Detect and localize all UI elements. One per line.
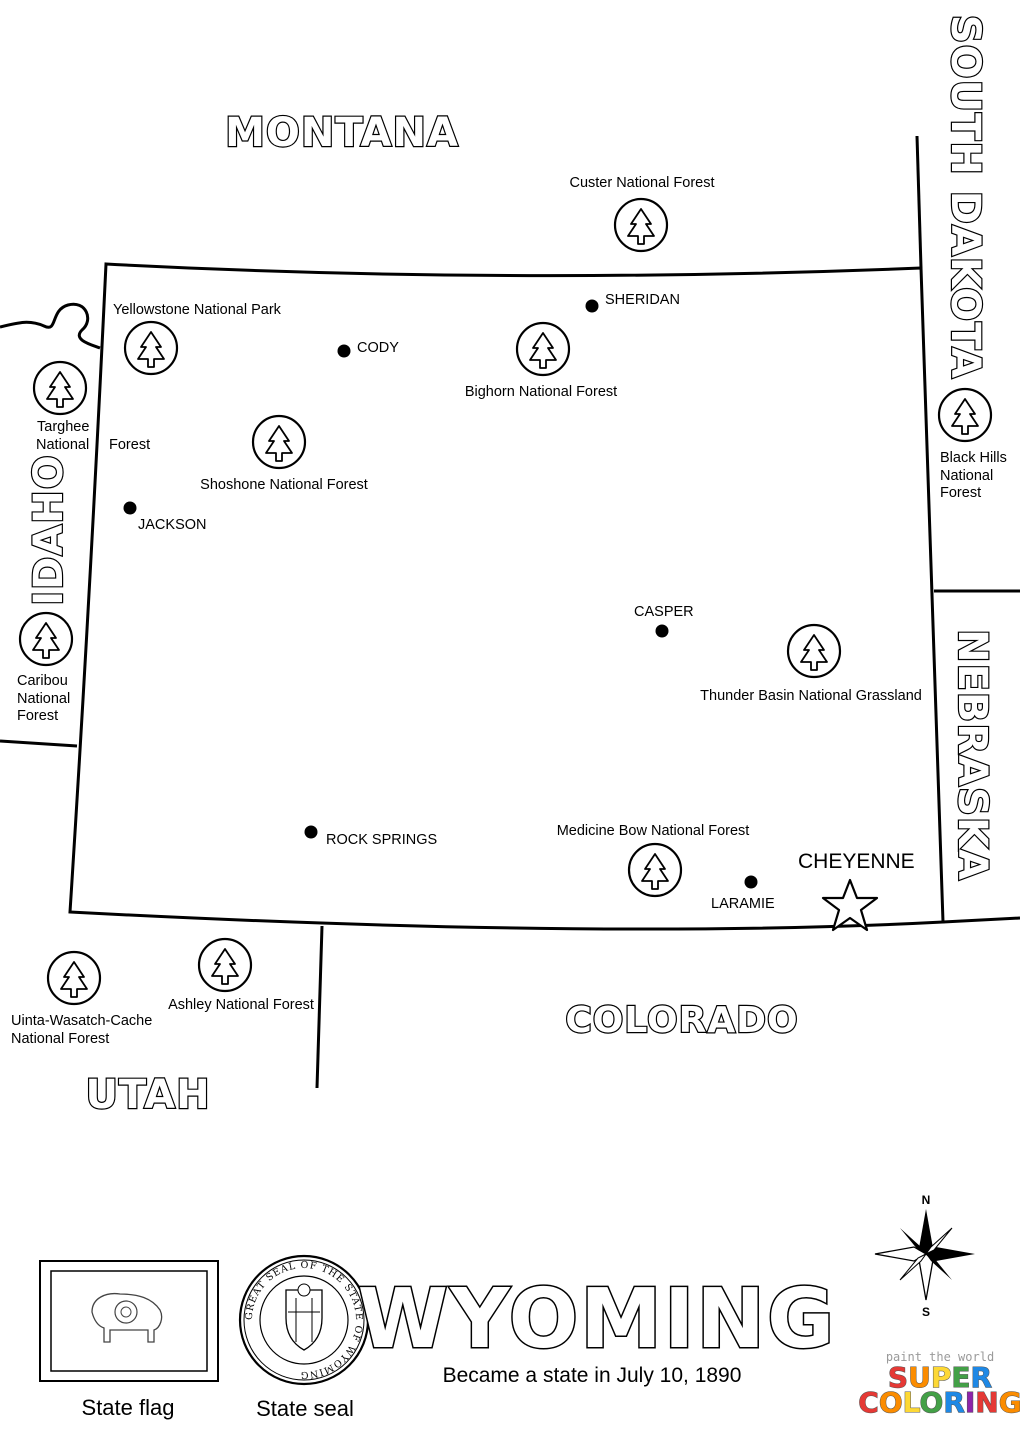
brand-word-super: SUPER [888,1361,992,1394]
brand-letter: L [903,1386,921,1419]
city-label-cheyenne: CHEYENNE [798,850,915,873]
label-black-hills-2: National [940,468,993,484]
forest-icons [18,197,993,1006]
city-dot-sheridan [585,299,599,313]
label-bighorn: Bighorn National Forest [465,384,617,400]
compass-north: N [922,1193,931,1207]
label-yellowstone: Yellowstone National Park [113,302,282,318]
tree-icon [123,320,179,376]
city-dot-jackson [123,501,137,515]
city-label-cody: CODY [357,340,399,356]
seal-caption: State seal [256,1396,354,1421]
state-label-nebraska: NEBRASKA [949,629,995,881]
label-ashley: Ashley National Forest [168,997,314,1013]
tree-icon [251,414,307,470]
city-dot-cody [337,344,351,358]
city-label-jackson: JACKSON [138,517,207,533]
label-shoshone: Shoshone National Forest [200,477,368,493]
label-black-hills-3: Forest [940,485,981,501]
idaho-utah-border [0,739,78,748]
tree-icon [627,842,683,898]
tree-icon [46,950,102,1006]
city-label-laramie: LARAMIE [711,896,775,912]
brand-letter: P [931,1361,952,1394]
label-caribou-3: Forest [17,708,58,724]
city-dot-rock-springs [304,825,318,839]
brand-letter: I [965,1386,975,1419]
tree-icon [197,937,253,993]
tree-icon [613,197,669,253]
compass-south: S [922,1305,930,1319]
label-custer: Custer National Forest [569,175,714,191]
state-flag [39,1260,219,1382]
brand-letter: O [920,1386,944,1419]
state-borders [0,135,1020,1089]
label-black-hills-1: Black Hills [940,450,1007,466]
nebraska-colorado-border [942,916,1020,924]
capital-star-icon [821,878,879,932]
label-targhee-2: National [36,437,89,453]
tree-icon [515,321,571,377]
state-label-montana: MONTANA [225,110,459,156]
label-medicine-bow: Medicine Bow National Forest [557,823,750,839]
page-title: WYOMING [358,1272,837,1367]
state-label-idaho: IDAHO [26,454,72,606]
city-label-casper: CASPER [634,604,694,620]
city-dot-casper [655,624,669,638]
brand-letter: R [943,1386,965,1419]
tree-icon [786,623,842,679]
state-label-utah: UTAH [85,1072,210,1118]
tree-icon [18,611,74,667]
brand-letter: N [975,1386,998,1419]
city-label-sheridan: SHERIDAN [605,292,680,308]
statehood-subtitle: Became a state in July 10, 1890 [443,1364,742,1387]
sd-montana-border [915,135,923,269]
forest-labels: Custer National Forest Yellowstone Natio… [11,175,1007,1047]
label-caribou-1: Caribou [17,673,68,689]
label-targhee-1: Targhee [37,419,89,435]
brand-letter: E [951,1361,970,1394]
flag-caption: State flag [82,1395,175,1420]
brand-letter: G [999,1386,1020,1419]
brand-logo: paint the world SUPER COLORING [858,1350,1020,1420]
state-label-colorado: COLORADO [565,1000,798,1041]
brand-letter: C [858,1386,879,1419]
brand-letter: R [971,1361,993,1394]
cities: SHERIDAN CODY JACKSON CASPER ROCK SPRING… [123,292,915,932]
brand-tagline: paint the world [886,1350,994,1364]
brand-letter: U [908,1361,931,1394]
wyoming-border [68,262,945,931]
idaho-montana-border [0,302,101,350]
label-uinta-2: National Forest [11,1031,109,1047]
city-label-rock-springs: ROCK SPRINGS [326,832,437,848]
label-uinta-1: Uinta-Wasatch-Cache [11,1013,152,1029]
utah-colorado-border [315,925,324,1089]
label-targhee-3: Forest [109,437,150,453]
label-thunder-basin: Thunder Basin National Grassland [700,688,922,704]
brand-letter: O [879,1386,903,1419]
tree-icon [32,360,88,416]
state-seal: GREAT SEAL OF THE STATE OF WYOMING [238,1254,370,1386]
state-label-south-dakota: SOUTH DAKOTA [942,15,988,379]
brand-word-coloring: COLORING [858,1386,1020,1419]
brand-letter: S [888,1361,908,1394]
city-dot-laramie [744,875,758,889]
compass-rose-icon: N S [874,1193,975,1319]
label-caribou-2: National [17,691,70,707]
tree-icon [937,387,993,443]
